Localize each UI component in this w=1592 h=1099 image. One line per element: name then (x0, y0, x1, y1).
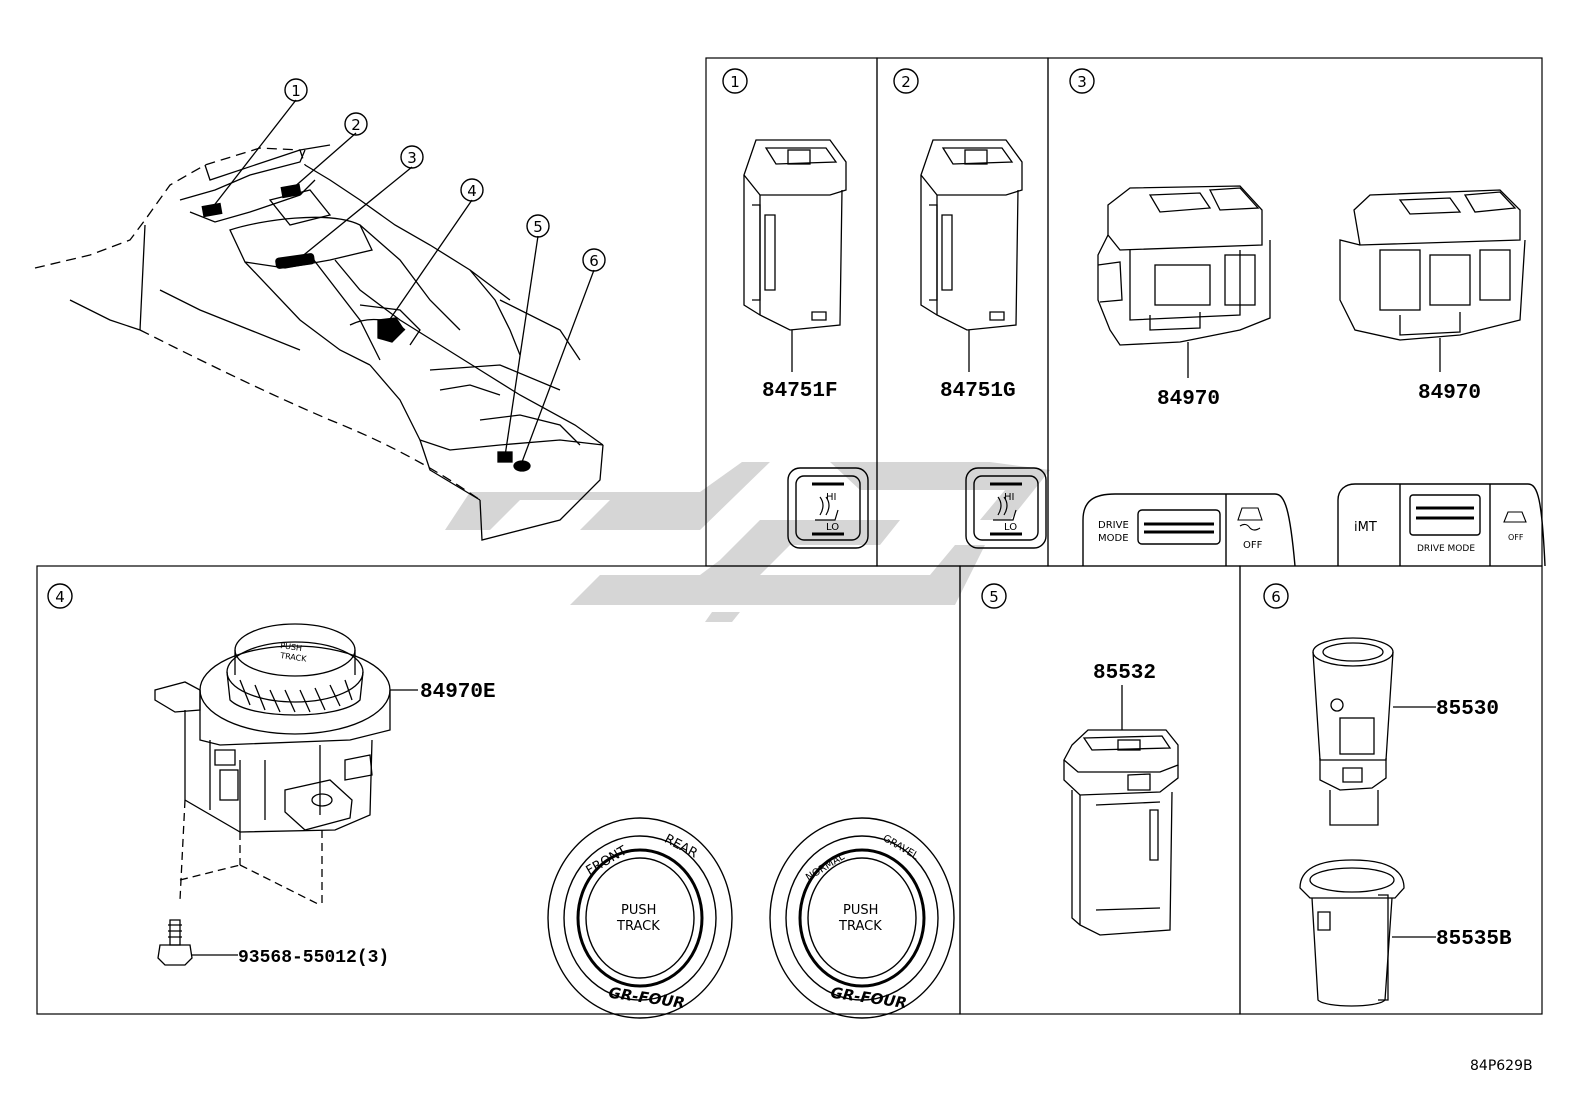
part-number-84751F: 84751F (762, 380, 838, 403)
seat-heater-hi-label-g: HI (1004, 492, 1014, 503)
dial-fr-brand-label: GR-FOUR (607, 984, 686, 1013)
mounting-screw-dashes (179, 799, 323, 906)
dial-top-push-label: PUSH (280, 641, 303, 653)
diagram-code: 84P629B (1470, 1058, 1533, 1074)
dial-ng-brand-label: GR-FOUR (829, 984, 908, 1013)
dial-face-front-rear (547, 817, 733, 1019)
part-number-85532: 85532 (1093, 662, 1156, 685)
panel-callout-4: 4 (55, 588, 65, 606)
drive-mode-switch-84970-a (1097, 185, 1271, 378)
console-callout-2: 2 (351, 116, 361, 134)
drive-mode-a-mode-label: MODE (1098, 533, 1129, 544)
dial-face-normal-gravel (769, 817, 955, 1019)
panel-6-frame (1239, 565, 1543, 1015)
panel-callouts (47, 68, 1289, 609)
seat-heater-switch-84751F (743, 139, 847, 372)
part-number-84970-a: 84970 (1157, 388, 1220, 411)
panel-callout-3: 3 (1077, 73, 1087, 91)
console-callout-6: 6 (589, 252, 599, 270)
drive-mode-b-imt-label: iMT (1354, 520, 1377, 535)
drive-mode-a-off-label: OFF (1243, 540, 1263, 551)
panel-callout-5: 5 (989, 588, 999, 606)
watermark-logo (445, 462, 1050, 622)
socket-85535B (1299, 859, 1436, 1007)
part-number-85535B: 85535B (1436, 928, 1512, 951)
drive-mode-b-drive-mode-label: DRIVE MODE (1417, 544, 1475, 554)
console-callouts (284, 78, 606, 272)
seat-heater-hi-label-f: HI (826, 492, 836, 503)
panel-3-frame (1047, 57, 1543, 567)
drive-mode-face-a (1082, 493, 1296, 567)
drive-mode-face-b (1337, 483, 1546, 567)
seat-heater-button-face-g (965, 467, 1047, 549)
part-number-85530: 85530 (1436, 698, 1499, 721)
console-overview (34, 99, 604, 541)
panel-5-frame (959, 565, 1241, 1015)
dial-gravel-label: GRAVEL (881, 833, 921, 862)
panel-4-frame (36, 565, 961, 1015)
dial-normal-label: NORMAL (804, 851, 847, 884)
console-callout-4: 4 (467, 182, 477, 200)
part-number-93568-55012: 93568-55012(3) (238, 948, 389, 968)
console-callout-5: 5 (533, 218, 543, 236)
seat-heater-lo-label-g: LO (1004, 522, 1017, 533)
console-callout-1: 1 (291, 82, 301, 100)
seat-heater-switch-84751G (920, 139, 1023, 372)
socket-85530 (1312, 637, 1436, 826)
drive-mode-switch-84970-b (1339, 189, 1526, 372)
panel-callout-2: 2 (901, 73, 911, 91)
drive-mode-dial-84970E (154, 623, 418, 833)
dial-ng-track-label: TRACK (838, 919, 882, 934)
dial-top-track-label: TRACK (279, 651, 308, 664)
panel-callout-6: 6 (1271, 588, 1281, 606)
part-number-84970E: 84970E (420, 681, 496, 704)
console-callout-3: 3 (407, 149, 417, 167)
dial-fr-push-label: PUSH (621, 903, 656, 918)
panel-callout-1: 1 (730, 73, 740, 91)
drive-mode-b-off-label: OFF (1508, 533, 1524, 542)
part-number-84751G: 84751G (940, 380, 1016, 403)
drive-mode-a-drive-label: DRIVE (1098, 520, 1129, 531)
screw-93568-55012 (157, 919, 238, 966)
seat-heater-lo-label-f: LO (826, 522, 839, 533)
switch-85532 (1063, 729, 1179, 936)
seat-heater-button-face-f (787, 467, 869, 549)
part-number-84970-b: 84970 (1418, 382, 1481, 405)
dial-fr-track-label: TRACK (616, 919, 660, 934)
dial-ng-push-label: PUSH (843, 903, 878, 918)
